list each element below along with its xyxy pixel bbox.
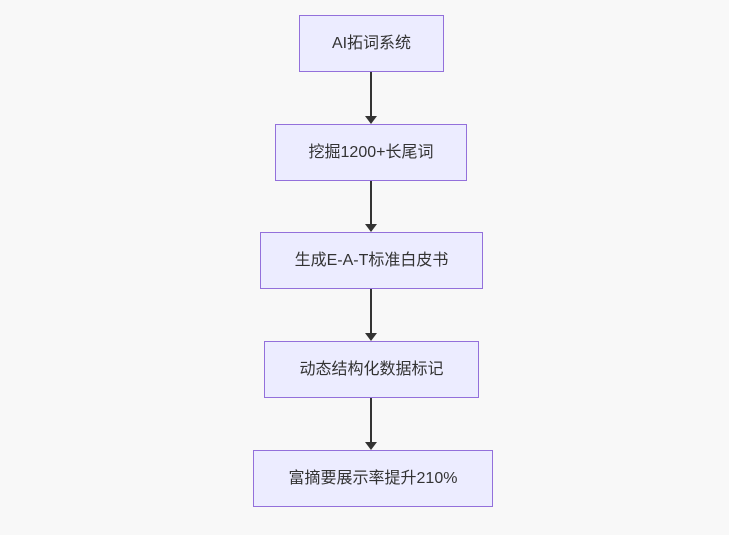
flow-node-ai-word-expansion: AI拓词系统 [299,15,444,72]
flow-node-label: AI拓词系统 [331,34,412,52]
flow-arrow-1 [365,72,377,124]
arrow-line [370,289,372,334]
arrow-line [370,72,372,117]
arrow-line [370,181,372,225]
arrowhead-down-icon [365,116,377,124]
arrowhead-down-icon [365,333,377,341]
flow-node-label: 动态结构化数据标记 [299,360,444,378]
arrowhead-down-icon [365,224,377,232]
flow-node-label: 挖掘1200+长尾词 [308,143,434,161]
arrow-line [370,398,372,443]
flow-node-eat-whitepaper: 生成E-A-T标准白皮书 [260,232,483,289]
flow-node-longtail-mining: 挖掘1200+长尾词 [275,124,467,181]
flow-node-label: 生成E-A-T标准白皮书 [294,251,449,269]
flow-node-label: 富摘要展示率提升210% [288,469,458,487]
flow-arrow-3 [365,289,377,341]
flow-arrow-2 [365,181,377,232]
flow-arrow-4 [365,398,377,450]
flow-node-structured-data: 动态结构化数据标记 [264,341,479,398]
arrowhead-down-icon [365,442,377,450]
flow-node-rich-snippet-result: 富摘要展示率提升210% [253,450,493,507]
